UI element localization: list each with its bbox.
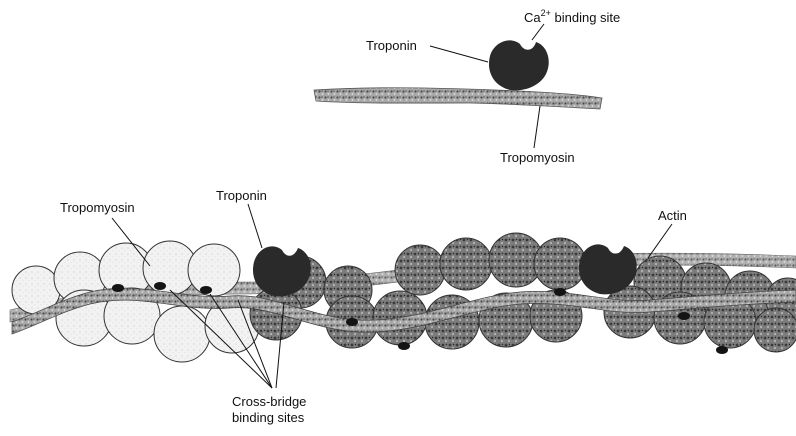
troponin-leader: [248, 204, 262, 248]
actin-monomer: [395, 245, 445, 295]
thin-filament: [10, 233, 796, 362]
binding-site: [716, 346, 728, 354]
actin-monomer: [154, 306, 210, 362]
binding-site: [346, 318, 358, 326]
inset-troponin-label: Troponin: [366, 38, 417, 53]
inset-troponin: [489, 40, 549, 90]
binding-site: [554, 288, 566, 296]
inset-calcium-leader: [532, 24, 544, 40]
actin-monomer: [754, 308, 796, 352]
inset-tropomyosin-label: Tropomyosin: [500, 150, 575, 165]
inset-tropomyosin-strand: [314, 88, 602, 109]
cross-bridge-label-line1: Cross-bridge: [232, 394, 306, 409]
calcium-charge: 2+: [541, 8, 551, 18]
inset-troponin-leader: [430, 46, 488, 62]
binding-site: [112, 284, 124, 292]
binding-site: [154, 282, 166, 290]
inset-group: Troponin Ca2+ binding site Tropomyosin: [314, 8, 620, 165]
tropomyosin-label: Tropomyosin: [60, 200, 135, 215]
actin-monomer: [440, 238, 492, 290]
binding-site: [200, 286, 212, 294]
actin-label: Actin: [658, 208, 687, 223]
calcium-symbol: Ca: [524, 10, 541, 25]
troponin-label: Troponin: [216, 188, 267, 203]
binding-site: [678, 312, 690, 320]
calcium-site-suffix: binding site: [551, 10, 620, 25]
actin-monomer: [188, 244, 240, 296]
inset-tropomyosin-leader: [534, 106, 540, 148]
actin-monomer: [534, 238, 586, 290]
inset-calcium-site-label: Ca2+ binding site: [524, 8, 620, 25]
binding-site: [398, 342, 410, 350]
cross-bridge-label-line2: binding sites: [232, 410, 305, 425]
